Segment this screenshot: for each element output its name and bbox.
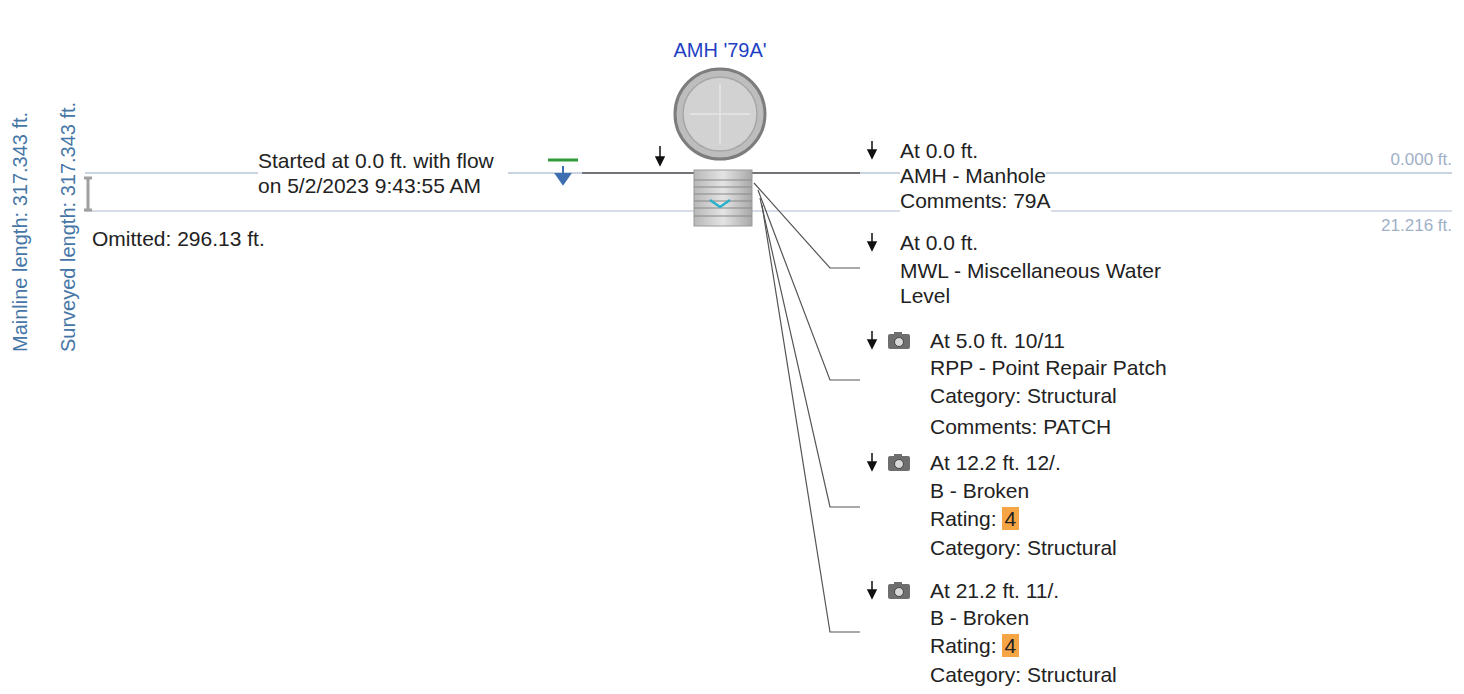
- camera-icons: [888, 332, 910, 599]
- leader-lines: [754, 183, 860, 632]
- entry-code: AMH - Manhole: [900, 163, 1046, 188]
- mainline-length: Mainline length: 317.343 ft.: [8, 112, 32, 352]
- entry-code: MWL - Miscellaneous Water Level: [900, 258, 1190, 308]
- entry-distance: At 5.0 ft. 10/11: [930, 328, 1065, 353]
- entry-distance: At 12.2 ft. 12/.: [930, 450, 1061, 475]
- pipe-segment: [694, 170, 752, 226]
- distance-marker: 0.000 ft.: [1391, 147, 1452, 172]
- flow-marker: [548, 159, 578, 162]
- length-bracket: [84, 178, 92, 210]
- rating-value: 4: [1002, 634, 1020, 657]
- entry-category: Category: Structural: [930, 535, 1117, 560]
- entry-rating-label: Rating:: [930, 633, 997, 658]
- manhole-name: AMH '79A': [660, 38, 780, 62]
- entry-distance: At 21.2 ft. 11/.: [930, 578, 1059, 603]
- entry-arrows: [868, 141, 876, 598]
- entry-rating-label: Rating:: [930, 506, 997, 531]
- entry-code: RPP - Point Repair Patch: [930, 355, 1167, 380]
- entry-distance: At 0.0 ft.: [900, 138, 978, 163]
- omitted-length: Omitted: 296.13 ft.: [92, 226, 265, 251]
- entry-code: B - Broken: [930, 478, 1029, 503]
- direction-arrow: [656, 146, 664, 165]
- flow-arrow: [556, 166, 570, 184]
- entry-comment: Comments: PATCH: [930, 414, 1111, 439]
- start-note: Started at 0.0 ft. with flow on 5/2/2023…: [258, 148, 508, 198]
- manhole-symbol: AMH '79A': [660, 38, 780, 166]
- entry-category: Category: Structural: [930, 662, 1117, 687]
- entry-code: B - Broken: [930, 605, 1029, 630]
- rating-value: 4: [1002, 507, 1020, 530]
- entry-category: Category: Structural: [930, 383, 1117, 408]
- pipe-rings: [694, 180, 752, 216]
- entry-comment: Comments: 79A: [900, 188, 1051, 213]
- reference-line: [85, 210, 1452, 212]
- distance-marker: 21.216 ft.: [1381, 213, 1452, 238]
- water-level-mark: [710, 200, 730, 207]
- surveyed-length: Surveyed length: 317.343 ft.: [56, 102, 80, 352]
- entry-distance: At 0.0 ft.: [900, 230, 978, 255]
